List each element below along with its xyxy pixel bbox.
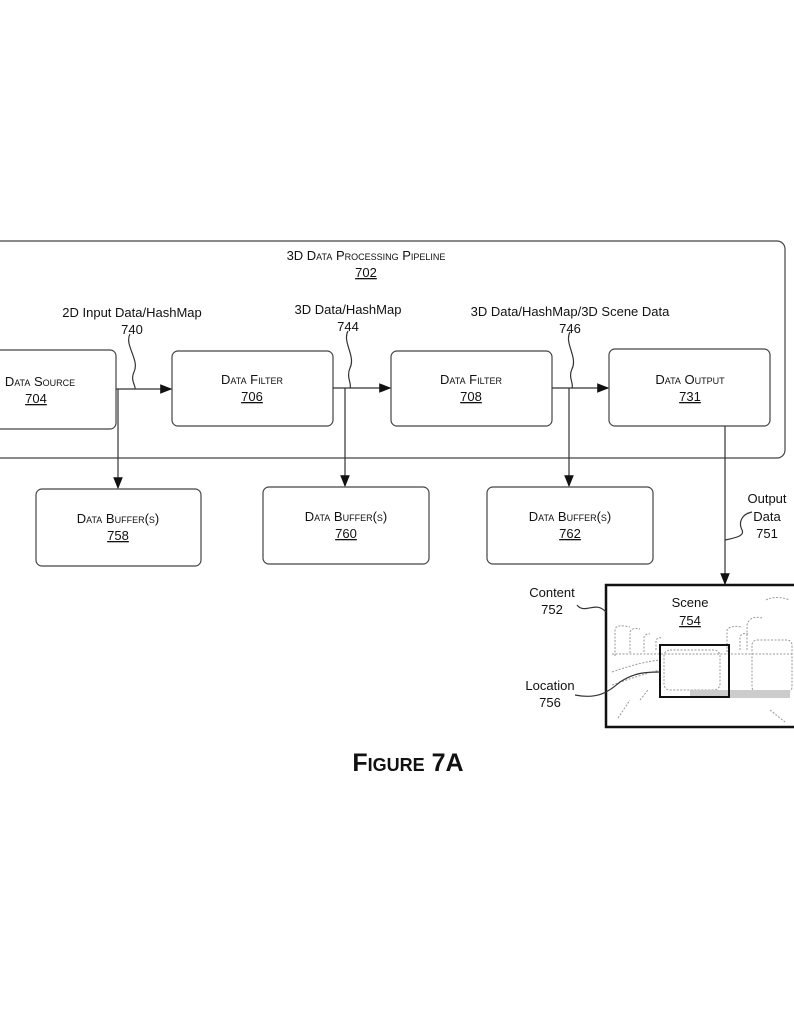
- svg-text:Data Buffer(s): Data Buffer(s): [77, 511, 160, 526]
- pipeline-ref: 702: [355, 265, 377, 280]
- content-ref: 752: [541, 602, 563, 617]
- buffer-760: Data Buffer(s) 760: [262, 486, 430, 565]
- svg-text:706: 706: [241, 389, 263, 404]
- pipeline-title: 3D Data Processing Pipeline: [287, 248, 446, 263]
- node-data-filter-708: Data Filter 708: [390, 350, 553, 427]
- node-data-filter-706: Data Filter 706: [171, 350, 334, 427]
- edge-label-744: 3D Data/HashMap: [295, 302, 402, 317]
- svg-text:Data Source: Data Source: [5, 374, 75, 389]
- content-scene-image: Scene 754: [604, 583, 794, 729]
- buffer-758: Data Buffer(s) 758: [35, 488, 202, 567]
- svg-text:Data Buffer(s): Data Buffer(s): [529, 509, 612, 524]
- edge-ref-740: 740: [121, 322, 143, 337]
- node-data-output: Data Output 731: [608, 348, 771, 427]
- svg-text:758: 758: [107, 528, 129, 543]
- location-box: [659, 644, 730, 698]
- edge-label-740: 2D Input Data/HashMap: [62, 305, 201, 320]
- svg-text:760: 760: [335, 526, 357, 541]
- edge-label-746: 3D Data/HashMap/3D Scene Data: [471, 304, 670, 319]
- svg-text:708: 708: [460, 389, 482, 404]
- svg-text:Data Output: Data Output: [655, 372, 725, 387]
- svg-text:Data Filter: Data Filter: [221, 372, 283, 387]
- content-label: Content: [529, 585, 575, 600]
- scene-label: Scene: [672, 595, 709, 610]
- edge-ref-751: 751: [756, 526, 778, 541]
- edge-ref-746: 746: [559, 321, 581, 336]
- svg-text:704: 704: [25, 391, 47, 406]
- location-ref: 756: [539, 695, 561, 710]
- edge-label-751-line2: Data: [753, 509, 781, 524]
- svg-text:762: 762: [559, 526, 581, 541]
- location-label: Location: [525, 678, 574, 693]
- svg-text:731: 731: [679, 389, 701, 404]
- edge-label-751: Output: [747, 491, 786, 506]
- edge-ref-744: 744: [337, 319, 359, 334]
- scene-ref: 754: [679, 613, 701, 628]
- figure-caption: Figure 7A: [352, 749, 463, 777]
- buffer-762: Data Buffer(s) 762: [486, 486, 654, 565]
- svg-text:Data Buffer(s): Data Buffer(s): [305, 509, 388, 524]
- svg-text:Data Filter: Data Filter: [440, 372, 502, 387]
- node-data-source: Data Source 704: [0, 349, 117, 430]
